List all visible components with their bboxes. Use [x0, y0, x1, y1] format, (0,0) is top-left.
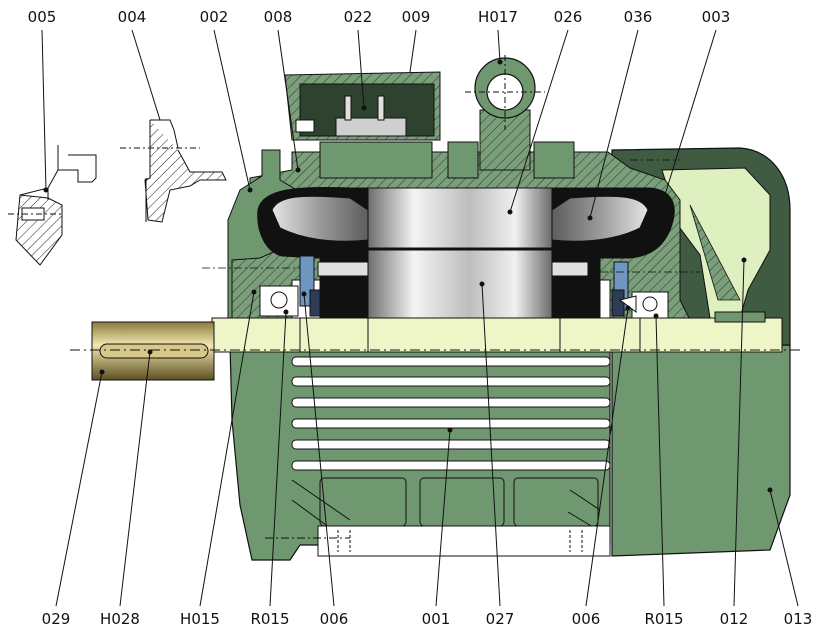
housing-body-001: [229, 319, 611, 561]
label-001: 001: [421, 610, 451, 628]
label-h015: H015: [180, 610, 220, 628]
label-002: 002: [199, 8, 229, 26]
label-008: 008: [263, 8, 293, 26]
leader-dots: [43, 59, 773, 493]
label-009: 009: [401, 8, 431, 26]
rotor-026: [317, 187, 589, 321]
label-026: 026: [553, 8, 583, 26]
leader-lines-top: [41, 29, 717, 219]
construction-lines: [202, 159, 700, 273]
label-012: 012: [719, 610, 749, 628]
label-036: 036: [623, 8, 653, 26]
terminal-box-022: [295, 95, 407, 137]
label-022: 022: [343, 8, 373, 26]
bearing-r015: [259, 285, 669, 319]
leader-lines-bottom: [55, 259, 799, 607]
label-h017: H017: [478, 8, 518, 26]
label-013: 013: [783, 610, 813, 628]
label-004: 004: [117, 8, 147, 26]
label-027: 027: [485, 610, 515, 628]
label-r015-left: R015: [250, 610, 290, 628]
label-003: 003: [701, 8, 731, 26]
fan-cover-013: [611, 147, 791, 557]
detail-sketch-004: [120, 119, 227, 223]
label-r015-right: R015: [644, 610, 684, 628]
label-005: 005: [27, 8, 57, 26]
label-h028: H028: [100, 610, 140, 628]
label-006-left: 006: [319, 610, 349, 628]
label-029: 029: [41, 610, 71, 628]
label-006-right: 006: [571, 610, 601, 628]
detail-sketch-005: [8, 145, 97, 266]
